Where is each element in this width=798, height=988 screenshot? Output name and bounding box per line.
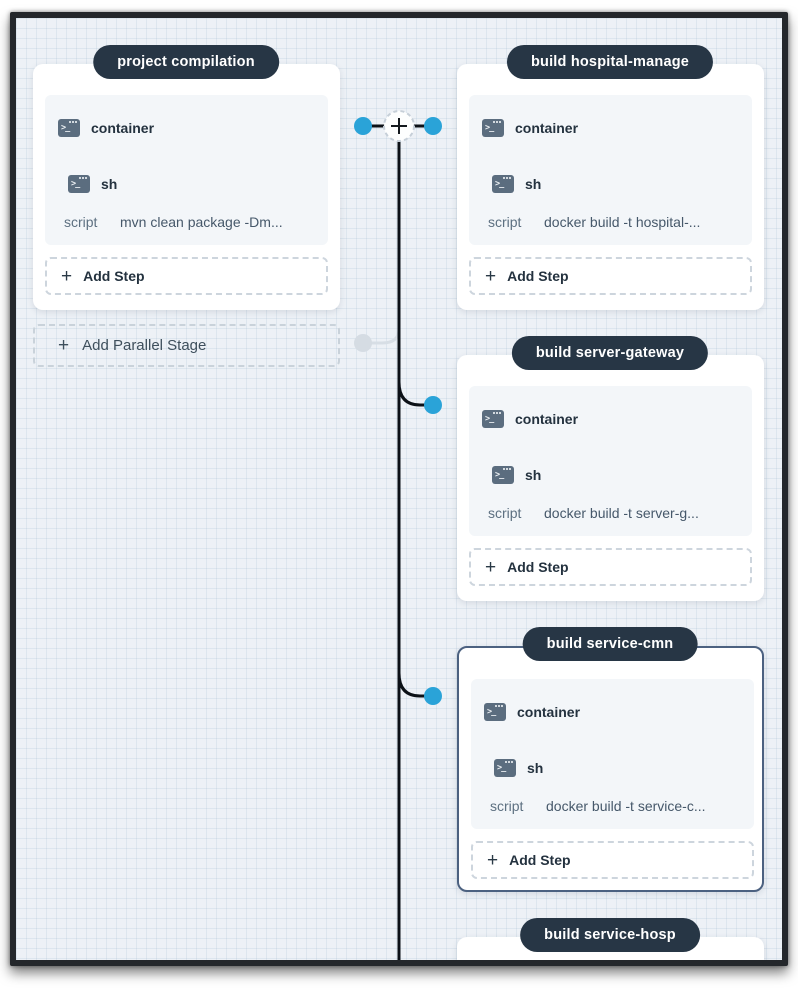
add-step-button[interactable]: + Add Step: [45, 257, 328, 295]
stage-endpoint-dot: [424, 687, 442, 705]
terminal-icon: >_: [58, 119, 80, 137]
script-value: mvn clean package -Dm...: [120, 214, 283, 230]
step-list: >_ container >_ sh script docker build -…: [469, 386, 752, 536]
add-stage-plus-icon: [391, 118, 407, 134]
step-container-label: container: [517, 704, 581, 720]
stage-card-project-compilation[interactable]: >_ container >_ sh script mvn clean pack…: [33, 64, 340, 310]
script-value: docker build -t server-g...: [544, 505, 699, 521]
plus-icon: +: [485, 556, 497, 578]
stage-card-build-service-cmn[interactable]: >_ container >_ sh script docker build -…: [457, 646, 764, 892]
pipeline-editor-canvas: project compilation build hospital-manag…: [10, 12, 788, 966]
add-stage-button[interactable]: [383, 110, 415, 142]
add-parallel-stage-label: Add Parallel Stage: [82, 337, 207, 354]
pipeline-connector-graph: [354, 110, 442, 960]
terminal-icon: >_: [484, 703, 506, 721]
step-sh[interactable]: >_ sh: [494, 759, 543, 777]
script-key: script: [490, 798, 524, 814]
plus-icon: +: [485, 265, 497, 287]
stage-endpoint-dot: [424, 117, 442, 135]
step-script-row: script docker build -t server-g...: [488, 505, 699, 521]
step-list: >_ container >_ sh script mvn clean pack…: [45, 95, 328, 245]
step-list: >_ container >_ sh script docker build -…: [469, 95, 752, 245]
step-sh-label: sh: [525, 176, 542, 192]
step-script-row: script mvn clean package -Dm...: [64, 214, 283, 230]
parallel-placeholder-dot: [354, 334, 372, 352]
step-list: >_ container >_ sh script docker build -…: [471, 679, 754, 829]
step-container[interactable]: >_ container: [484, 703, 580, 721]
step-sh-label: sh: [101, 176, 118, 192]
plus-icon: +: [61, 265, 73, 287]
step-container[interactable]: >_ container: [58, 119, 154, 137]
step-sh-label: sh: [527, 760, 544, 776]
step-sh[interactable]: >_ sh: [68, 175, 117, 193]
add-step-label: Add Step: [507, 268, 569, 284]
stage-endpoint-dot: [424, 396, 442, 414]
add-step-label: Add Step: [509, 852, 571, 868]
add-parallel-stage-button[interactable]: + Add Parallel Stage: [33, 324, 340, 367]
step-sh-label: sh: [525, 467, 542, 483]
terminal-icon: >_: [494, 759, 516, 777]
stage-pill-build-service-hosp[interactable]: build service-hosp: [520, 918, 700, 952]
script-value: docker build -t service-c...: [546, 798, 706, 814]
stage-pill-project-compilation[interactable]: project compilation: [93, 45, 279, 79]
terminal-icon: >_: [482, 119, 504, 137]
step-sh[interactable]: >_ sh: [492, 466, 541, 484]
script-key: script: [488, 214, 522, 230]
script-key: script: [64, 214, 98, 230]
step-script-row: script docker build -t hospital-...: [488, 214, 700, 230]
add-step-button[interactable]: + Add Step: [469, 548, 752, 586]
step-container[interactable]: >_ container: [482, 410, 578, 428]
step-container-label: container: [515, 120, 579, 136]
branch-connector-service-cmn: [397, 672, 433, 698]
terminal-icon: >_: [492, 466, 514, 484]
step-container-label: container: [91, 120, 155, 136]
stage-pill-build-server-gateway[interactable]: build server-gateway: [511, 336, 709, 370]
stage-pill-build-hospital-manage[interactable]: build hospital-manage: [506, 45, 714, 79]
stage-endpoint-dot: [354, 117, 372, 135]
terminal-icon: >_: [68, 175, 90, 193]
terminal-icon: >_: [492, 175, 514, 193]
stage-card-build-server-gateway[interactable]: >_ container >_ sh script docker build -…: [457, 355, 764, 601]
stage-pill-build-service-cmn[interactable]: build service-cmn: [522, 627, 698, 661]
script-value: docker build -t hospital-...: [544, 214, 701, 230]
step-script-row: script docker build -t service-c...: [490, 798, 706, 814]
add-step-button[interactable]: + Add Step: [469, 257, 752, 295]
step-container-label: container: [515, 411, 579, 427]
add-step-button[interactable]: + Add Step: [471, 841, 754, 879]
plus-icon: +: [487, 849, 499, 871]
branch-connector-server-gateway: [397, 381, 433, 407]
add-step-label: Add Step: [507, 559, 569, 575]
add-step-label: Add Step: [83, 268, 145, 284]
terminal-icon: >_: [482, 410, 504, 428]
step-container[interactable]: >_ container: [482, 119, 578, 137]
stage-card-build-hospital-manage[interactable]: >_ container >_ sh script docker build -…: [457, 64, 764, 310]
script-key: script: [488, 505, 522, 521]
plus-icon: +: [58, 335, 70, 356]
step-sh[interactable]: >_ sh: [492, 175, 541, 193]
